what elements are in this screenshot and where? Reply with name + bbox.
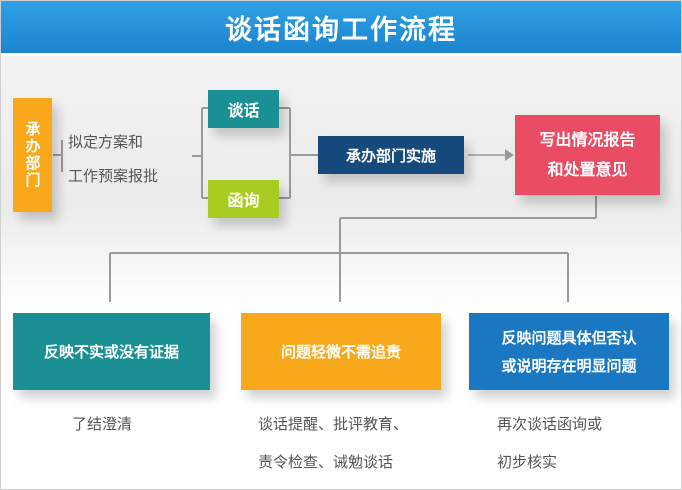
dept-box: 承办部门 bbox=[13, 98, 52, 212]
letter-label: 函询 bbox=[227, 191, 260, 210]
page-title: 谈话函询工作流程 bbox=[1, 1, 681, 53]
outcome-box-2: 问题轻微不需追责 bbox=[241, 313, 441, 390]
talk-label: 谈话 bbox=[227, 101, 260, 120]
outcome-1-action: 了结澄清 bbox=[72, 415, 133, 433]
talk-box: 谈话 bbox=[208, 90, 279, 128]
outcome-2-action-line-2: 责令检查、诫勉谈话 bbox=[258, 453, 394, 471]
step-plan-label: 拟定方案和 bbox=[68, 133, 144, 151]
outcome-box-1: 反映不实或没有证据 bbox=[13, 313, 210, 390]
step-approve-label: 工作预案报批 bbox=[68, 167, 159, 185]
report-line-1: 写出情况报告 bbox=[539, 130, 636, 149]
report-box: 写出情况报告 和处置意见 bbox=[515, 115, 660, 195]
outcome-2-title: 问题轻微不需追责 bbox=[280, 343, 401, 361]
dept-label: 承办部门 bbox=[23, 121, 42, 189]
outcome-3-action-line-2: 初步核实 bbox=[497, 453, 558, 471]
outcome-box-3: 反映问题具体但否认 或说明存在明显问题 bbox=[469, 313, 669, 390]
outcome-1-title: 反映不实或没有证据 bbox=[43, 343, 179, 361]
outcome-3-action-line-1: 再次谈话函询或 bbox=[497, 415, 603, 433]
outcome-2-action-line-1: 谈话提醒、批评教育、 bbox=[258, 415, 409, 433]
letter-box: 函询 bbox=[208, 180, 279, 218]
report-line-2: 和处置意见 bbox=[547, 160, 628, 179]
implement-box: 承办部门实施 bbox=[318, 136, 464, 174]
outcome-3-title-line-2: 或说明存在明显问题 bbox=[501, 356, 637, 375]
implement-label: 承办部门实施 bbox=[345, 146, 436, 165]
outcome-3-title-line-1: 反映问题具体但否认 bbox=[501, 328, 637, 347]
